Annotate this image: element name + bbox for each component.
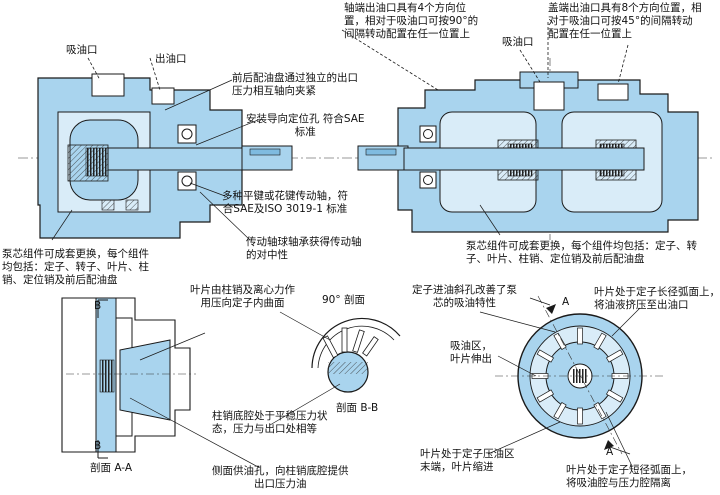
vane: [605, 349, 624, 363]
label-pin-chamber-line1: 柱销底腔处于平稳压力状: [212, 410, 328, 422]
label-section-90: 90° 剖面: [322, 294, 365, 306]
label-side-feed-line1: 侧面供油孔，向柱销底腔提供: [212, 465, 349, 477]
label-inlet-left: 吸油口: [66, 44, 98, 56]
vane: [536, 389, 555, 403]
label-cartridge-left-line2: 均包括：定子、转子、叶片、柱: [2, 261, 149, 273]
label-port-plates: 前后配油盘通过独立的出口 压力相互轴向夹紧: [232, 72, 358, 98]
label-suction-zone-line1: 吸油区，: [450, 340, 492, 352]
vane: [553, 401, 567, 420]
label-bearing-line2: 的对中性: [246, 249, 288, 261]
mark-a-bottom: A: [606, 446, 614, 458]
label-cartridge-left-line1: 泵芯组件可成套更换，每个组件: [2, 248, 149, 260]
label-cartridge-left: 泵芯组件可成套更换，每个组件 均包括：定子、转子、叶片、柱 销、定位销及前后配油…: [2, 248, 149, 287]
label-cartridge-right-line1: 泵芯组件可成套更换，每个组件均包括：定子、转: [466, 240, 697, 252]
label-suction-zone-line2: 叶片伸出: [450, 353, 492, 365]
label-port-plates-line2: 压力相互轴向夹紧: [232, 85, 316, 97]
label-stator-ramp-line2: 芯的吸油特性: [433, 297, 496, 309]
label-pin-force-line1: 叶片由柱销及离心力作: [190, 284, 295, 296]
section-bb-drawing: [269, 311, 401, 426]
mark-a-top: A: [562, 296, 570, 308]
label-bearing-line1: 传动轴球轴承获得传动轴: [246, 236, 362, 248]
label-shaft-end-outlet-line1: 轴端出油口具有4个方向位: [344, 2, 467, 14]
left-pump-section: [18, 57, 355, 241]
label-major-arc-line2: 将油液挤压至出油口: [594, 299, 689, 311]
label-minor-arc-line2: 将吸油腔与压力腔隔离: [566, 477, 671, 489]
mark-b-bottom: B: [94, 440, 102, 452]
label-section-aa: 剖面 A-A: [90, 462, 133, 474]
vane: [577, 407, 583, 425]
label-section-bb: 剖面 B-B: [336, 402, 379, 414]
label-pin-force: 叶片由柱销及离心力作 用压向定子内曲面: [190, 284, 295, 310]
vane: [553, 332, 567, 351]
label-bearing: 传动轴球轴承获得传动轴 的对中性: [246, 236, 362, 262]
label-side-feed-line2: 出口压力油: [254, 478, 307, 490]
label-end-zone: 叶片处于定子压油区 末端，叶片缩进: [420, 448, 515, 474]
label-end-zone-line2: 末端，叶片缩进: [420, 461, 494, 473]
label-pin-force-line2: 用压向定子内曲面: [200, 297, 285, 309]
label-shaft-end-outlet-line2: 置，相对于吸油口可按90°的: [344, 15, 479, 27]
label-pin-chamber: 柱销底腔处于平稳压力状 态，压力与出口处相等: [212, 410, 328, 436]
label-shafts: 多种平键或花键传动轴，符 合SAE及ISO 3019-1 标准: [222, 190, 348, 216]
label-cover-end-outlet-line1: 盖端出油口具有8个方向位置，相: [548, 2, 702, 14]
label-shaft-end-outlet: 轴端出油口具有4个方向位 置，相对于吸油口可按90°的 间隔转动配置在任一位置上: [344, 2, 478, 41]
label-pilot-bore-line1: 安装导向定位孔 符合SAE: [246, 113, 365, 125]
vane: [593, 401, 607, 420]
label-cartridge-left-line3: 销、定位销及前后配油盘: [2, 274, 118, 286]
label-suction-zone: 吸油区， 叶片伸出: [450, 340, 492, 366]
label-cartridge-right: 泵芯组件可成套更换，每个组件均包括：定子、转 子、叶片、柱销、定位销及前后配油盘: [466, 240, 697, 266]
label-outlet-left: 出油口: [155, 53, 187, 65]
right-pump-section: [341, 22, 712, 240]
label-pilot-bore: 安装导向定位孔 符合SAE 标准: [246, 113, 365, 139]
vane: [605, 389, 624, 403]
label-shafts-line2: 合SAE及ISO 3019-1 标准: [222, 203, 348, 215]
stator-ring-drawing: [479, 295, 665, 467]
label-stator-ramp: 定子进油斜孔改善了泵 芯的吸油特性: [412, 284, 517, 310]
label-cover-end-outlet-line3: 配置在任一位置上: [548, 28, 632, 40]
mark-b-top: B: [94, 300, 102, 312]
vane: [577, 327, 583, 345]
label-shaft-end-outlet-line3: 间隔转动配置在任一位置上: [344, 28, 470, 40]
label-cover-end-outlet: 盖端出油口具有8个方向位置，相 对于吸油口可按45°的间隔转动 配置在任一位置上: [548, 2, 702, 41]
label-end-zone-line1: 叶片处于定子压油区: [420, 448, 515, 460]
label-inlet-right: 吸油口: [502, 36, 534, 48]
vane: [536, 349, 555, 363]
label-side-feed: 侧面供油孔，向柱销底腔提供 出口压力油: [212, 465, 349, 491]
label-pilot-bore-line2: 标准: [294, 126, 316, 138]
section-aa-drawing: [61, 297, 261, 469]
label-pin-chamber-line2: 态，压力与出口处相等: [212, 423, 317, 435]
label-port-plates-line1: 前后配油盘通过独立的出口: [232, 72, 358, 84]
label-minor-arc-line1: 叶片处于定子短径弧面上，: [566, 464, 692, 476]
label-major-arc: 叶片处于定子长径弧面上， 将油液挤压至出油口: [594, 286, 720, 312]
label-cover-end-outlet-line2: 对于吸油口可按45°的间隔转动: [548, 15, 693, 27]
label-cartridge-right-line2: 子、叶片、柱销、定位销及前后配油盘: [466, 253, 645, 265]
label-shafts-line1: 多种平键或花键传动轴，符: [222, 190, 348, 202]
label-major-arc-line1: 叶片处于定子长径弧面上，: [594, 286, 720, 298]
label-minor-arc: 叶片处于定子短径弧面上， 将吸油腔与压力腔隔离: [566, 464, 692, 490]
label-stator-ramp-line1: 定子进油斜孔改善了泵: [412, 284, 517, 296]
vane: [593, 332, 607, 351]
